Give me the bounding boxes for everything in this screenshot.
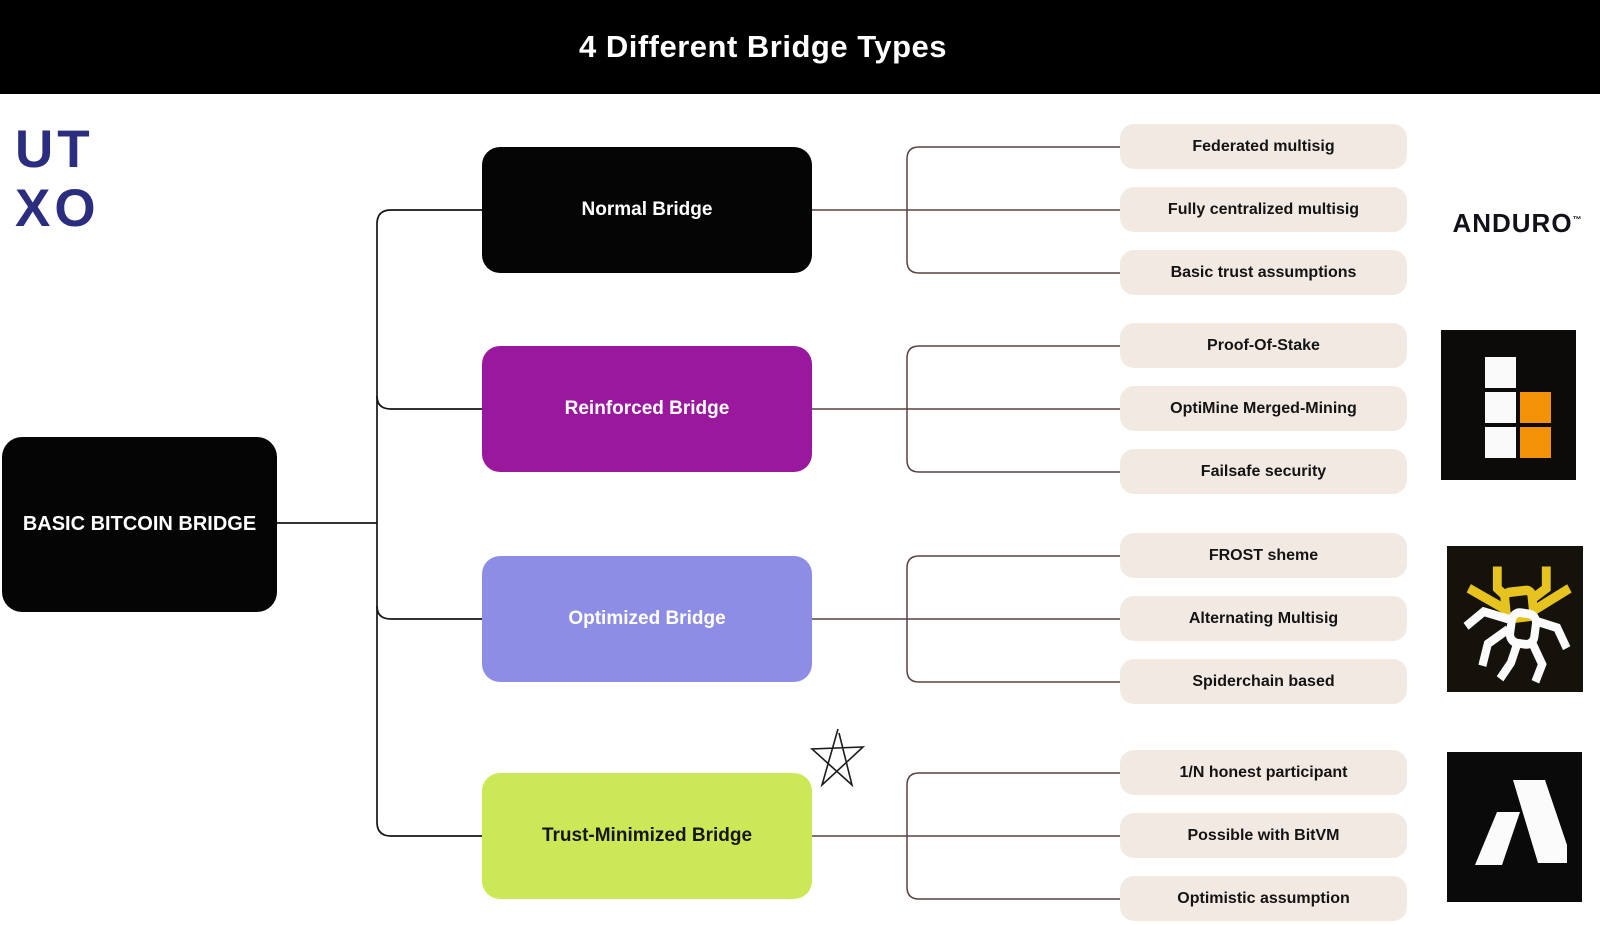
feature-label: 1/N honest participant (1120, 750, 1407, 795)
header-bar: 4 Different Bridge Types (0, 0, 1600, 94)
node-label: Reinforced Bridge (564, 398, 730, 419)
feature-text: Alternating Multisig (1188, 609, 1339, 627)
anduro-logo-text: ANDURO (1452, 208, 1573, 238)
feature-text: Optimistic assumption (1177, 889, 1350, 907)
node-label: Trust-Minimized Bridge (541, 825, 753, 846)
spiderchain-spider-logo (1447, 546, 1583, 692)
utxo-logo-line1: UT (15, 120, 94, 179)
feature-text: FROST sheme (1208, 546, 1319, 564)
star-doodle-icon (810, 728, 866, 788)
node-label: Optimized Bridge (568, 608, 726, 629)
page-title: 4 Different Bridge Types (578, 29, 947, 64)
node-normal-bridge: Normal Bridge (482, 147, 812, 273)
branch-optimized (376, 605, 483, 620)
feature-text: 1/N honest participant (1179, 763, 1348, 781)
feature-text: OptiMine Merged-Mining (1170, 399, 1357, 417)
branch-reinforced (376, 395, 483, 410)
trademark-symbol: ™ (1572, 214, 1583, 225)
node-reinforced-bridge: Reinforced Bridge (482, 346, 812, 472)
root-node-basic-bitcoin-bridge: BASIC BITCOIN BRIDGE (2, 437, 277, 612)
feature-text: Basic trust assumptions (1170, 263, 1357, 281)
feature-text: Possible with BitVM (1187, 826, 1340, 844)
feature-text: Proof-Of-Stake (1207, 336, 1320, 354)
utxo-logo-line2: XO (15, 179, 100, 238)
feature-label: FROST sheme (1120, 533, 1407, 578)
utxo-logo: UT XO (15, 120, 100, 238)
abstract-a-mark-logo (1447, 752, 1582, 902)
feature-label: Alternating Multisig (1120, 596, 1407, 641)
feature-label: Proof-Of-Stake (1120, 323, 1407, 368)
feature-label: Failsafe security (1120, 449, 1407, 494)
node-label: Normal Bridge (581, 199, 713, 220)
node-trust-minimized-bridge: Trust-Minimized Bridge (482, 773, 812, 899)
feature-label: Basic trust assumptions (1120, 250, 1407, 295)
feature-label: Possible with BitVM (1120, 813, 1407, 858)
feature-text: Fully centralized multisig (1167, 200, 1360, 218)
trunk-line (376, 209, 483, 837)
squares-grid-logo (1441, 330, 1576, 480)
node-optimized-bridge: Optimized Bridge (482, 556, 812, 682)
feature-text: Federated multisig (1192, 137, 1335, 155)
feature-label: Federated multisig (1120, 124, 1407, 169)
feature-text: Spiderchain based (1192, 672, 1335, 690)
anduro-logo: ANDURO™ (1435, 208, 1600, 239)
feature-label: Fully centralized multisig (1120, 187, 1407, 232)
feature-text: Failsafe security (1200, 462, 1327, 480)
feature-label: Spiderchain based (1120, 659, 1407, 704)
root-node-label: BASIC BITCOIN BRIDGE (22, 513, 257, 535)
feature-label: Optimistic assumption (1120, 876, 1407, 921)
feature-label: OptiMine Merged-Mining (1120, 386, 1407, 431)
